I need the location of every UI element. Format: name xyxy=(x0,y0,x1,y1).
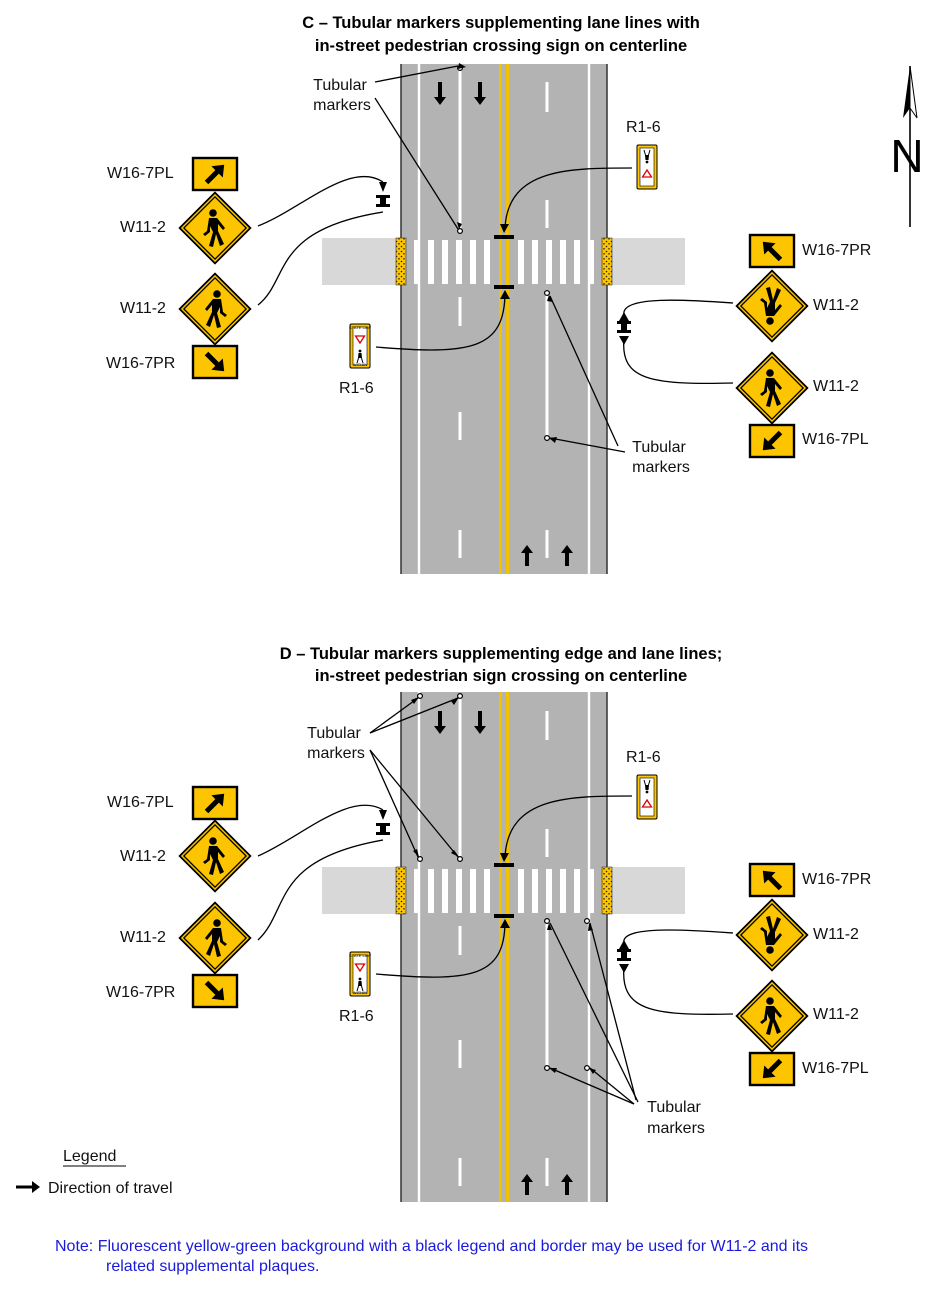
right-arrow-icon xyxy=(16,1181,40,1193)
label-tubular-markers: markers xyxy=(313,97,371,114)
w11-2-pedestrian-sign xyxy=(737,900,808,971)
tubular-marker xyxy=(543,435,551,441)
north-letter: N xyxy=(890,130,923,182)
label-tubular-markers: markers xyxy=(632,459,690,476)
curb-ramp xyxy=(395,237,407,286)
r1-6-mount xyxy=(494,285,514,289)
curb-ramp xyxy=(601,866,613,915)
label-r1-6: R1-6 xyxy=(626,119,661,136)
footnote-line1: Note: Fluorescent yellow-green backgroun… xyxy=(55,1238,809,1255)
label-tubular-markers: Tubular xyxy=(647,1099,701,1116)
roadway xyxy=(401,64,607,574)
legend-title: Legend xyxy=(63,1148,116,1165)
north-arrow-icon: N xyxy=(890,65,924,227)
w11-2-pedestrian-sign xyxy=(737,271,808,342)
footnote-line2: related supplemental plaques. xyxy=(106,1258,320,1275)
r1-6-sign-text: STATE LAW xyxy=(349,953,371,958)
label-w11-2: W11-2 xyxy=(813,297,859,314)
label-w11-2: W11-2 xyxy=(813,378,859,395)
r1-6-sign-text: STATE LAW xyxy=(349,325,371,330)
r1-6-sign-text: WITHIN xyxy=(353,362,367,367)
label-tubular-markers: Tubular xyxy=(632,439,686,456)
label-r1-6: R1-6 xyxy=(339,1008,374,1025)
label-w11-2: W11-2 xyxy=(120,929,166,946)
w11-2-pedestrian-sign xyxy=(180,274,251,345)
tubular-marker xyxy=(457,855,463,863)
label-w11-2: W11-2 xyxy=(120,219,166,236)
panel-c-title-line2: in-street pedestrian crossing sign on ce… xyxy=(315,37,687,55)
tubular-marker xyxy=(543,917,551,925)
label-w16-7pr: W16-7PR xyxy=(106,984,175,1001)
r1-6-sign-text: WITHIN xyxy=(353,990,367,995)
tubular-marker xyxy=(583,917,591,925)
label-w11-2: W11-2 xyxy=(120,848,166,865)
curb-ramp xyxy=(395,866,407,915)
direction-arrow-icon xyxy=(434,82,446,105)
footnote: Note: Fluorescent yellow-green backgroun… xyxy=(55,1237,945,1277)
r1-6-mount xyxy=(494,914,514,918)
panel-c: C – Tubular markers supplementing lane l… xyxy=(106,14,871,574)
direction-arrow-icon xyxy=(434,711,446,734)
direction-arrow-icon xyxy=(474,711,486,734)
tubular-marker xyxy=(543,1064,551,1072)
panel-c-title-line1: C – Tubular markers supplementing lane l… xyxy=(302,14,700,32)
sign-post-symbol xyxy=(376,195,390,207)
w11-2-pedestrian-sign xyxy=(737,353,808,424)
direction-arrow-icon xyxy=(561,1174,573,1195)
w11-2-pedestrian-sign xyxy=(737,981,808,1052)
label-tubular-markers: markers xyxy=(647,1120,705,1137)
centerline xyxy=(499,692,502,1202)
w11-2-pedestrian-sign xyxy=(180,193,251,264)
r1-6-mount xyxy=(494,235,514,239)
label-w16-7pl: W16-7PL xyxy=(107,794,174,811)
label-w16-7pr: W16-7PR xyxy=(106,355,175,372)
panel-d-title-line2: in-street pedestrian sign crossing on ce… xyxy=(315,667,687,685)
w11-2-pedestrian-sign xyxy=(180,903,251,974)
label-w16-7pr: W16-7PR xyxy=(802,871,871,888)
label-tubular-markers: Tubular xyxy=(307,725,361,742)
sign-post-symbol xyxy=(617,949,631,961)
direction-arrow-icon xyxy=(561,545,573,566)
label-tubular-markers: Tubular xyxy=(313,77,367,94)
w11-2-pedestrian-sign xyxy=(180,821,251,892)
tubular-marker xyxy=(583,1064,591,1072)
label-w16-7pl: W16-7PL xyxy=(802,1060,869,1077)
sign-post-symbol xyxy=(376,823,390,835)
label-tubular-markers: markers xyxy=(307,745,365,762)
tubular-marker xyxy=(543,290,551,296)
label-w16-7pl: W16-7PL xyxy=(802,431,869,448)
crosswalk xyxy=(414,869,594,913)
tubular-marker xyxy=(417,855,423,863)
crosswalk xyxy=(414,240,594,284)
sign-post-symbol xyxy=(617,321,631,333)
tubular-marker xyxy=(457,228,463,234)
r1-6-in-street-sign xyxy=(636,774,658,820)
label-w16-7pr: W16-7PR xyxy=(802,242,871,259)
direction-arrow-icon xyxy=(521,1174,533,1195)
direction-arrow-icon xyxy=(521,545,533,566)
label-r1-6: R1-6 xyxy=(339,380,374,397)
label-w11-2: W11-2 xyxy=(813,1006,859,1023)
roadway xyxy=(401,692,607,1202)
r1-6-mount xyxy=(494,863,514,867)
centerline xyxy=(499,64,502,574)
legend: Legend Direction of travel xyxy=(16,1148,173,1197)
direction-arrow-icon xyxy=(474,82,486,105)
label-w11-2: W11-2 xyxy=(813,926,859,943)
label-w16-7pl: W16-7PL xyxy=(107,165,174,182)
label-w11-2: W11-2 xyxy=(120,300,166,317)
curb-ramp xyxy=(601,237,613,286)
panel-d-title-line1: D – Tubular markers supplementing edge a… xyxy=(280,645,723,663)
panel-d: D – Tubular markers supplementing edge a… xyxy=(106,645,871,1202)
label-r1-6: R1-6 xyxy=(626,749,661,766)
legend-direction-of-travel: Direction of travel xyxy=(48,1180,173,1197)
r1-6-in-street-sign xyxy=(636,144,658,190)
